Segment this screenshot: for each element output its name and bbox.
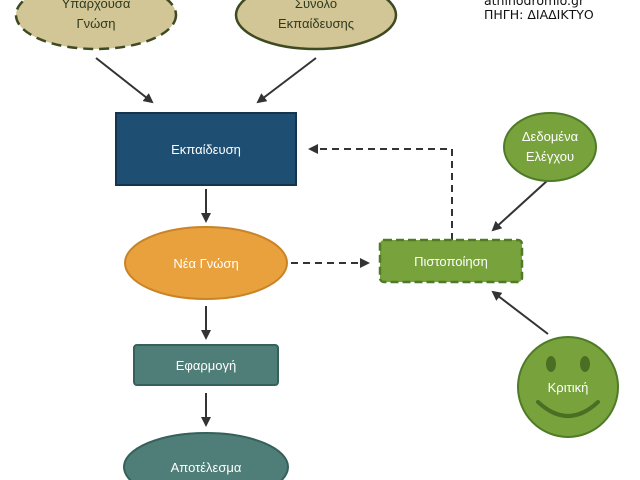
arrow-test-data-to-validation	[491, 179, 549, 232]
test-data-label-line2: Ελέγχου	[526, 149, 574, 164]
application-label: Εφαρμογή	[176, 358, 236, 373]
source-site: athinodromio.gr	[484, 0, 585, 8]
existing-knowledge-label-line1: Υπάρχουσα	[62, 0, 131, 11]
arrow-validation-feedback-to-training	[308, 144, 453, 240]
existing-knowledge-label-line2: Γνώση	[76, 16, 115, 31]
training-set-label-line2: Εκπαίδευσης	[278, 16, 354, 31]
source-credit-text: ΠΗΓΗ: ΔΙΑΔΙΚΤΥΟ	[484, 7, 594, 22]
node-validation: Πιστοποίηση	[378, 238, 524, 284]
result-label: Αποτέλεσμα	[171, 460, 242, 475]
source-credit: athinodromio.gr ΠΗΓΗ: ΔΙΑΔΙΚΤΥΟ	[484, 0, 640, 22]
node-training-set: Σύνολο Εκπαίδευσης	[234, 0, 398, 51]
node-new-knowledge: Νέα Γνώση	[124, 226, 288, 300]
test-data-label-line1: Δεδομένα	[522, 129, 579, 144]
node-existing-knowledge: Υπάρχουσα Γνώση	[14, 0, 178, 51]
arrow-criticism-to-validation	[491, 290, 549, 335]
node-result: Αποτέλεσμα	[123, 432, 289, 480]
validation-label: Πιστοποίηση	[414, 254, 488, 269]
node-criticism: Κριτική	[517, 336, 619, 438]
arrow-existing-knowledge-to-training	[95, 57, 154, 104]
new-knowledge-label: Νέα Γνώση	[173, 256, 238, 271]
training-label: Εκπαίδευση	[171, 142, 241, 157]
node-training: Εκπαίδευση	[115, 112, 297, 186]
training-set-label-line1: Σύνολο	[295, 0, 337, 11]
node-application: Εφαρμογή	[133, 344, 279, 386]
smiley-face-icon	[536, 356, 600, 418]
arrow-training-set-to-training	[256, 57, 317, 104]
criticism-label: Κριτική	[548, 380, 589, 395]
node-test-data: Δεδομένα Ελέγχου	[503, 112, 597, 182]
